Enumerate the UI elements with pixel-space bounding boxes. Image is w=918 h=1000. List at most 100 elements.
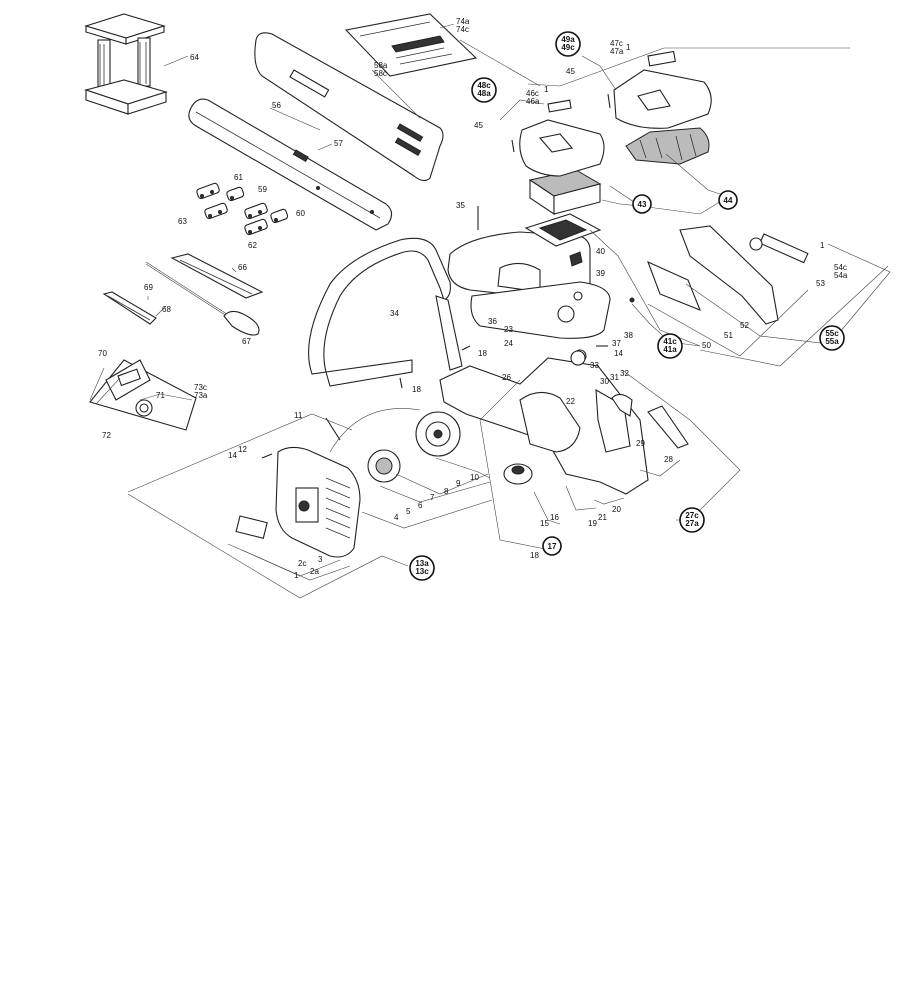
- label-57: 57: [334, 139, 343, 148]
- label-51: 51: [724, 331, 733, 340]
- label-36: 36: [488, 317, 497, 326]
- part-recoil-pulley: [325, 408, 461, 483]
- part-28-29: [611, 393, 689, 449]
- part-2-decal: [235, 515, 268, 539]
- label-68: 68: [162, 305, 171, 314]
- label-3: 3: [318, 555, 323, 564]
- label-19: 19: [588, 519, 597, 528]
- part-56-guide-bar: [188, 98, 393, 231]
- label-26: 26: [502, 373, 511, 382]
- part-38-chamber: [470, 281, 611, 339]
- label-7: 7: [430, 493, 435, 502]
- kit-44: 44: [718, 190, 738, 210]
- label-14-a: 14: [614, 349, 623, 358]
- label-11: 11: [294, 411, 303, 420]
- part-bag-70-73: [89, 359, 197, 431]
- label-20: 20: [612, 505, 621, 514]
- part-49-air-cover: [613, 69, 712, 129]
- label-71: 71: [156, 391, 165, 400]
- svg-text:43: 43: [638, 200, 647, 209]
- label-63: 63: [178, 217, 187, 226]
- label-66: 66: [238, 263, 247, 272]
- label-10: 10: [470, 473, 479, 482]
- label-70: 70: [98, 349, 107, 358]
- part-oil-cap-15: [503, 463, 533, 485]
- label-67: 67: [242, 337, 251, 346]
- part-43-filter: [528, 169, 602, 216]
- label-59: 59: [258, 185, 267, 194]
- part-64-box: [84, 13, 168, 115]
- kit-43: 43: [632, 194, 652, 214]
- label-45-a: 45: [474, 121, 483, 130]
- label-14-b: 14: [228, 451, 237, 460]
- label-29: 29: [636, 439, 645, 448]
- label-35: 35: [456, 201, 465, 210]
- label-61: 61: [234, 173, 243, 182]
- svg-text:44: 44: [724, 196, 733, 205]
- part-44-filter: [625, 127, 710, 165]
- label-32: 32: [620, 369, 629, 378]
- label-52: 52: [740, 321, 749, 330]
- part-tools-66-69: [102, 253, 264, 336]
- part-74-manual: [344, 13, 478, 77]
- label-60: 60: [296, 209, 305, 218]
- label-56: 56: [272, 101, 281, 110]
- part-33: [570, 350, 586, 366]
- label-12: 12: [238, 445, 247, 454]
- part-41-plate: [524, 213, 602, 247]
- part-40-top-cover: [447, 231, 591, 301]
- screws: [261, 93, 635, 459]
- label-18-c: 18: [530, 551, 539, 560]
- label-64: 64: [190, 53, 199, 62]
- label-30: 30: [600, 377, 609, 386]
- part-58-bar-cover: [254, 32, 444, 182]
- label-5: 5: [406, 507, 411, 516]
- label-72: 72: [102, 431, 111, 440]
- label-34: 34: [390, 309, 399, 318]
- label-1-d: 1: [820, 241, 825, 250]
- label-2a: 2a: [310, 567, 319, 576]
- label-4: 4: [394, 513, 399, 522]
- label-21: 21: [598, 513, 607, 522]
- part-chain-brake: [647, 225, 809, 325]
- label-40: 40: [596, 247, 605, 256]
- part-48-air-cover: [519, 119, 605, 177]
- leader-lines: [89, 23, 891, 599]
- label-38: 38: [624, 331, 633, 340]
- label-18-b: 18: [412, 385, 421, 394]
- label-23: 23: [504, 325, 513, 334]
- label-69: 69: [144, 283, 153, 292]
- part-chain-links: [196, 182, 289, 236]
- label-39: 39: [596, 269, 605, 278]
- part-46-decal: [547, 99, 572, 113]
- label-2c: 2c: [298, 559, 306, 568]
- label-50: 50: [702, 341, 711, 350]
- svg-text:17: 17: [548, 542, 557, 551]
- label-37: 37: [612, 339, 621, 348]
- label-24: 24: [504, 339, 513, 348]
- label-18-a: 18: [478, 349, 487, 358]
- label-1-b: 1: [626, 43, 631, 52]
- kit-17: 17: [542, 536, 562, 556]
- label-1-c: 1: [294, 571, 299, 580]
- label-8: 8: [444, 487, 449, 496]
